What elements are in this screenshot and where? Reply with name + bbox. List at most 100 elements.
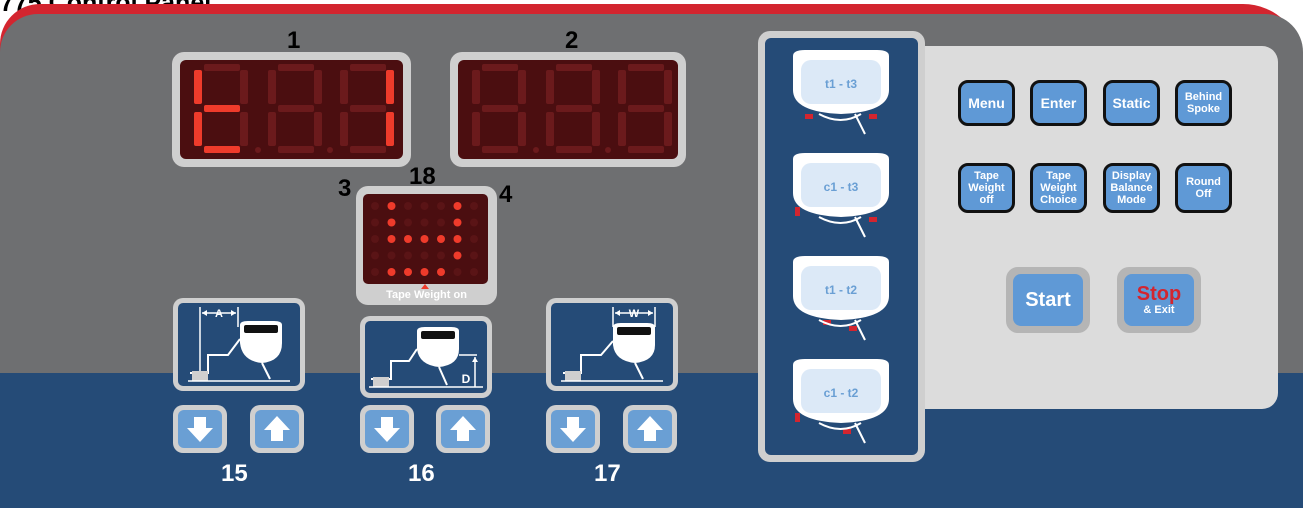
callout-17: 17	[594, 462, 621, 486]
matrix-dot-off	[371, 268, 379, 276]
diameter-d-panel: D	[360, 316, 492, 398]
matrix-dot-on	[421, 268, 429, 276]
dot-matrix-screen	[363, 194, 488, 284]
tape-weight-choice-label-1: Tape	[1046, 170, 1071, 182]
matrix-dot-off	[454, 268, 462, 276]
round-off-label-1: Round	[1186, 176, 1221, 188]
matrix-dot-on	[388, 202, 396, 210]
matrix-dot-on	[404, 268, 412, 276]
static-button[interactable]: Static	[1103, 80, 1160, 126]
callout-2: 2	[565, 29, 578, 53]
matrix-dot-off	[404, 202, 412, 210]
left-readout-screen	[180, 60, 403, 159]
matrix-dot-off	[371, 202, 379, 210]
behind-spoke-label-2: Spoke	[1187, 103, 1220, 115]
stop-label: Stop	[1137, 284, 1181, 304]
matrix-dot-on	[388, 219, 396, 227]
a-decrease-button[interactable]	[173, 405, 227, 453]
d-decrease-button[interactable]	[360, 405, 414, 453]
exit-label: & Exit	[1143, 304, 1174, 316]
matrix-dot-on	[388, 268, 396, 276]
mode-label-3: t1 - t2	[825, 283, 857, 297]
matrix-dot-on	[454, 235, 462, 243]
left-readout-display	[172, 52, 411, 167]
matrix-dot-on	[454, 202, 462, 210]
right-readout-screen	[458, 60, 678, 159]
w-decrease-button[interactable]	[546, 405, 600, 453]
start-label: Start	[1025, 289, 1071, 312]
matrix-dot-off	[470, 202, 478, 210]
dot-matrix-display: Tape Weight on	[356, 186, 497, 305]
matrix-dot-off	[421, 219, 429, 227]
tape-weight-choice-label-3: Choice	[1040, 194, 1077, 206]
round-off-button[interactable]: Round Off	[1175, 163, 1232, 213]
display-balance-mode-label-3: Mode	[1117, 194, 1146, 206]
matrix-dot-off	[404, 252, 412, 260]
w-increase-button[interactable]	[623, 405, 677, 453]
behind-spoke-button[interactable]: Behind Spoke	[1175, 80, 1232, 126]
distance-a-panel: A	[173, 298, 305, 391]
start-button[interactable]: Start	[1006, 267, 1090, 333]
dot-matrix-letter-y	[363, 194, 488, 284]
mode-t1-t3: t1 - t3	[793, 50, 889, 134]
matrix-dot-off	[421, 202, 429, 210]
width-w-diagram: W	[551, 303, 673, 386]
tape-weight-choice-button[interactable]: Tape Weight Choice	[1030, 163, 1087, 213]
matrix-dot-off	[470, 235, 478, 243]
matrix-dot-off	[404, 219, 412, 227]
right-readout-digits	[458, 60, 678, 159]
matrix-dot-off	[371, 252, 379, 260]
arrow-down-icon	[558, 414, 588, 444]
right-readout-display	[450, 52, 686, 167]
width-w-panel: W	[546, 298, 678, 391]
tape-weight-off-label-3: off	[979, 194, 993, 206]
matrix-dot-off	[371, 235, 379, 243]
enter-button[interactable]: Enter	[1030, 80, 1087, 126]
tape-weight-choice-label-2: Weight	[1040, 182, 1076, 194]
callout-15: 15	[221, 462, 248, 486]
tape-weight-on-label: Tape Weight on	[356, 289, 497, 301]
callout-3: 3	[338, 177, 351, 201]
callout-1: 1	[287, 29, 300, 53]
matrix-dot-on	[437, 268, 445, 276]
matrix-dot-off	[437, 219, 445, 227]
callout-16: 16	[408, 462, 435, 486]
display-balance-mode-button[interactable]: Display Balance Mode	[1103, 163, 1160, 213]
matrix-dot-off	[470, 219, 478, 227]
d-increase-button[interactable]	[436, 405, 490, 453]
mode-label-4: c1 - t2	[824, 386, 859, 400]
distance-a-diagram: A	[178, 303, 300, 386]
matrix-dot-off	[371, 219, 379, 227]
mode-label-2: c1 - t3	[824, 180, 859, 194]
callout-4: 4	[499, 183, 512, 207]
matrix-dot-off	[470, 252, 478, 260]
mode-label-1: t1 - t3	[825, 77, 857, 91]
mode-c1-t2: c1 - t2	[793, 359, 889, 443]
d-label: D	[462, 372, 471, 386]
arrow-up-icon	[448, 414, 478, 444]
arrow-up-icon	[262, 414, 292, 444]
display-balance-mode-label-2: Balance	[1110, 182, 1152, 194]
w-label: W	[629, 308, 640, 320]
matrix-dot-off	[388, 252, 396, 260]
mode-t1-t2: t1 - t2	[793, 256, 889, 340]
stop-exit-button[interactable]: Stop & Exit	[1117, 267, 1201, 333]
round-off-label-2: Off	[1196, 188, 1212, 200]
tape-weight-off-label-2: Weight	[968, 182, 1004, 194]
behind-spoke-label-1: Behind	[1185, 91, 1222, 103]
arrow-down-icon	[185, 414, 215, 444]
matrix-dot-on	[454, 219, 462, 227]
matrix-dot-on	[421, 235, 429, 243]
left-readout-digits	[180, 60, 403, 159]
menu-label: Menu	[968, 97, 1005, 109]
display-balance-mode-label-1: Display	[1112, 170, 1151, 182]
balance-mode-icons: t1 - t3 c1 - t3 t1 - t2 c1 - t2	[765, 38, 918, 455]
matrix-dot-on	[404, 235, 412, 243]
diameter-d-diagram: D	[365, 321, 487, 393]
arrow-down-icon	[372, 414, 402, 444]
menu-button[interactable]: Menu	[958, 80, 1015, 126]
tape-weight-off-button[interactable]: Tape Weight off	[958, 163, 1015, 213]
a-increase-button[interactable]	[250, 405, 304, 453]
matrix-dot-off	[421, 252, 429, 260]
matrix-dot-off	[437, 202, 445, 210]
